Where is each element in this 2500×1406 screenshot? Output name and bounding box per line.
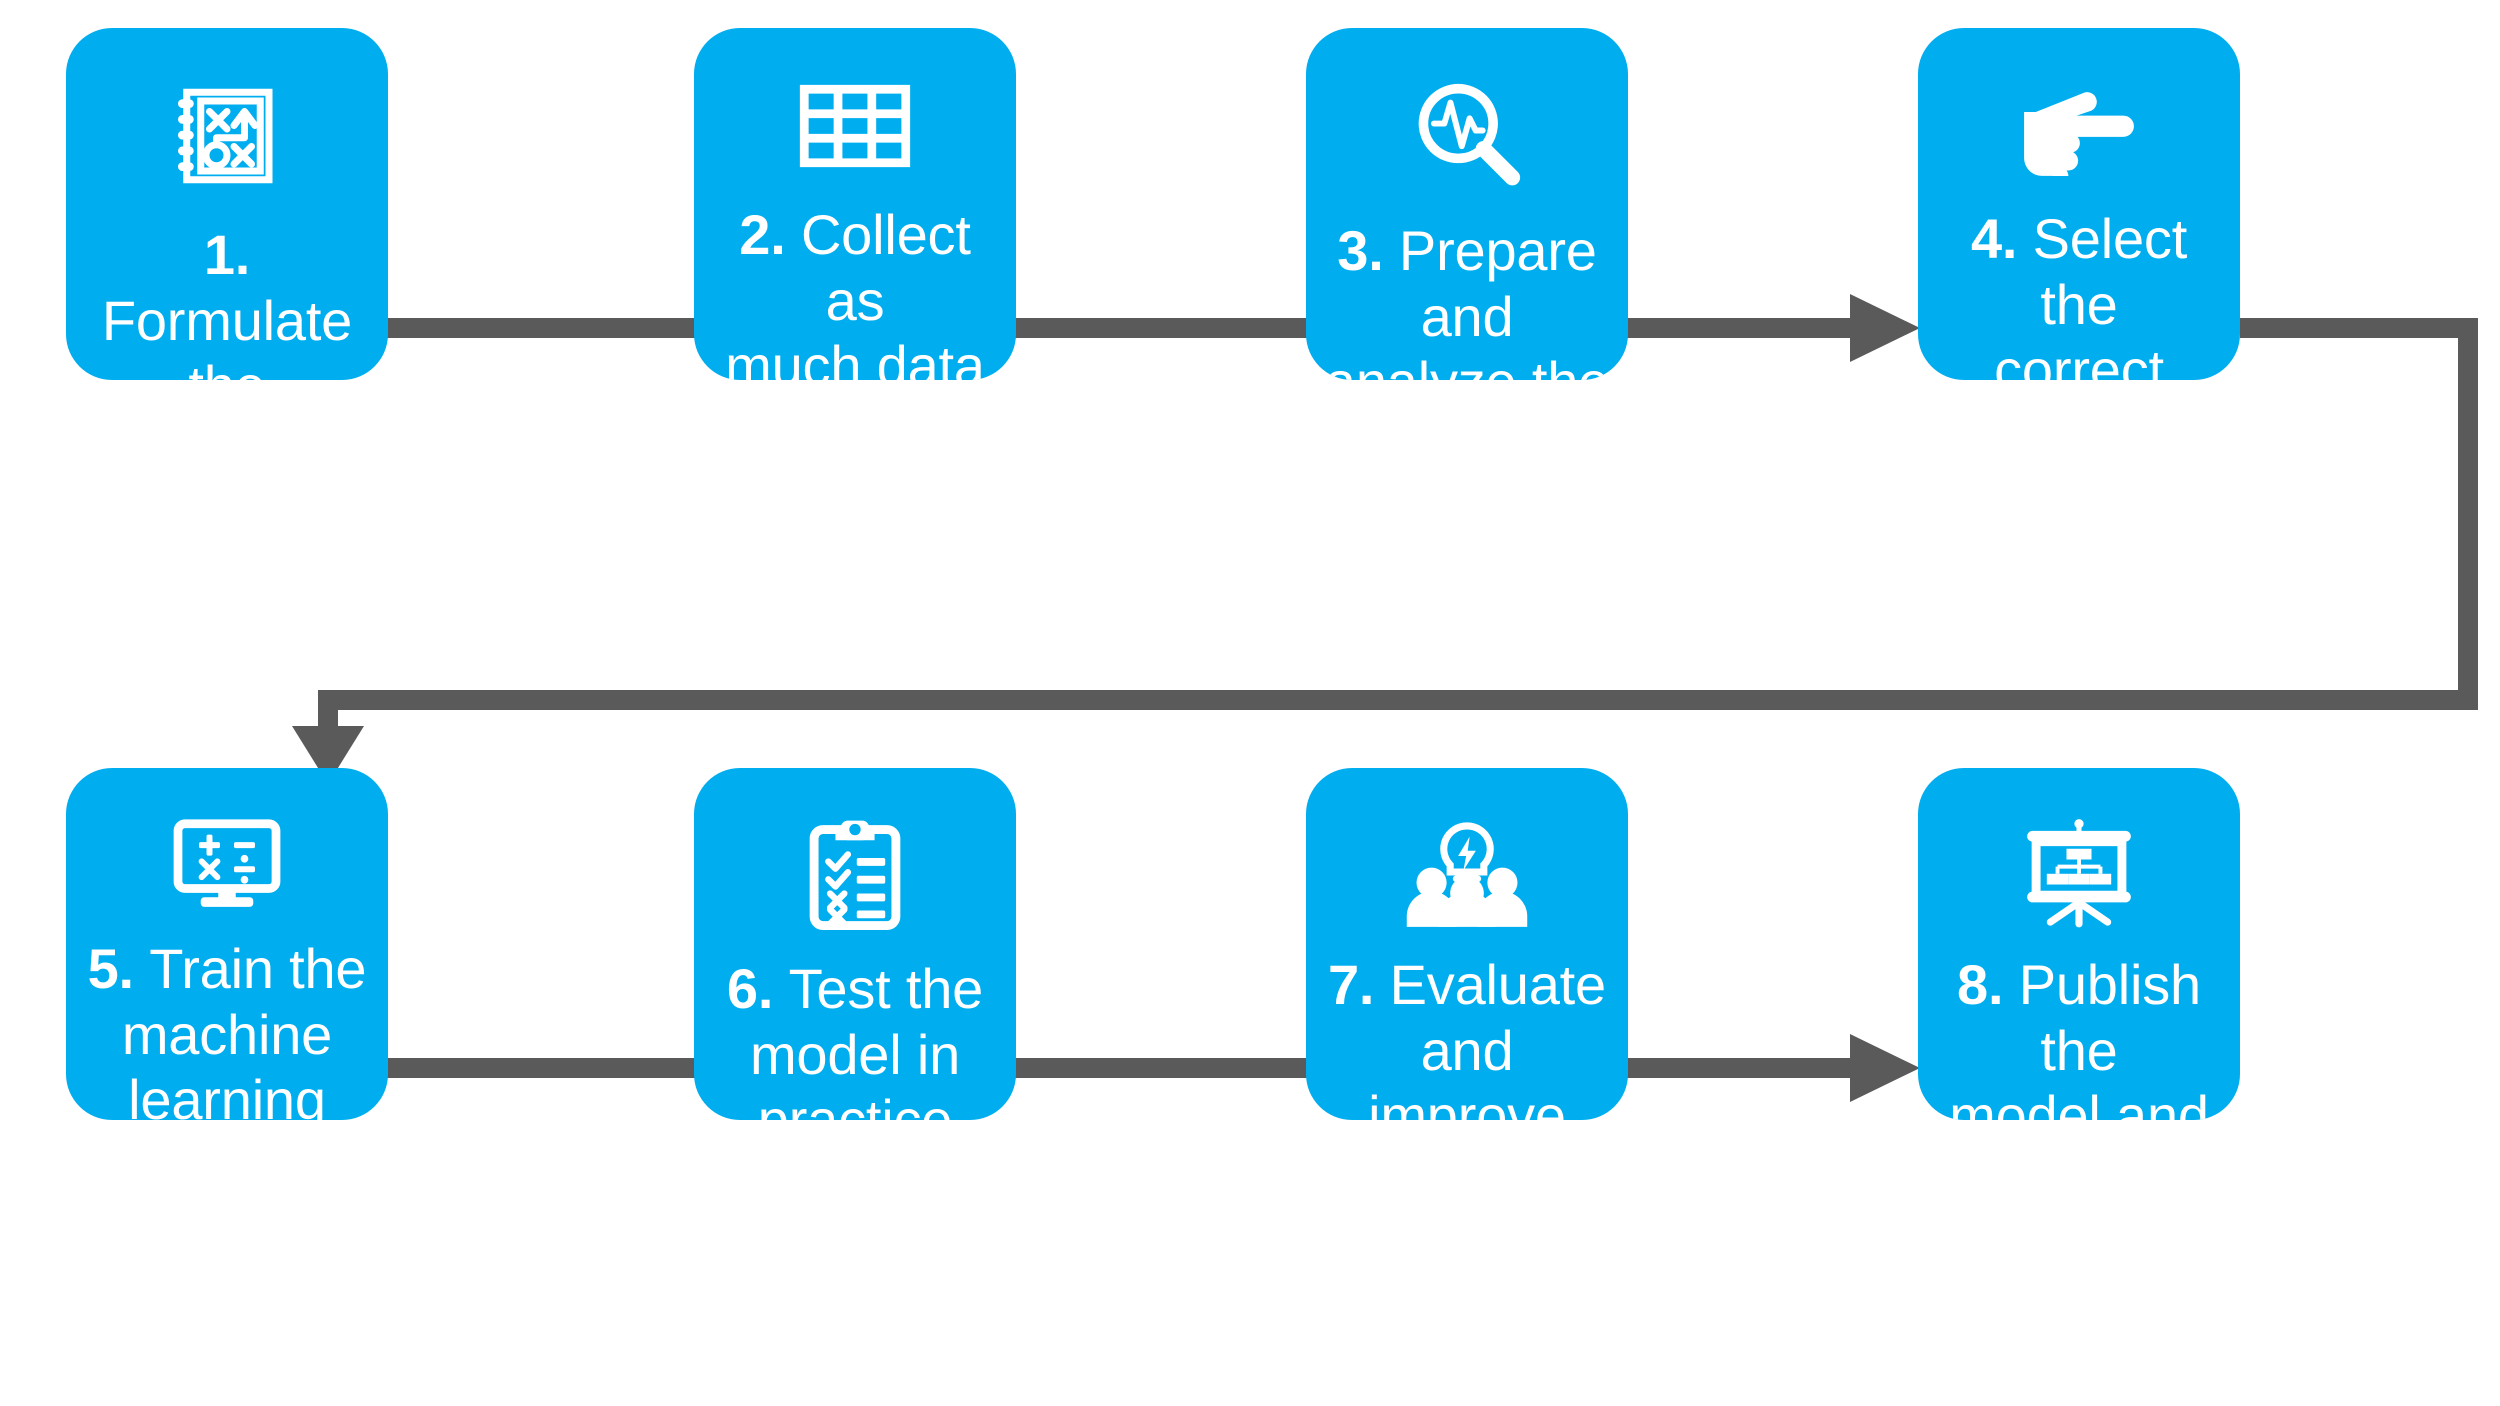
step-card-4-line-2: correct — [1994, 338, 2164, 380]
pointing-hand-icon — [2017, 80, 2141, 176]
step-card-2-line-2: much data as — [725, 334, 985, 380]
step-card-3[interactable]: 3. Prepare and analyze the data — [1306, 28, 1628, 380]
step-card-7[interactable]: 7. Evaluate and improve the model — [1306, 768, 1628, 1120]
step-card-2-number: 2. — [739, 203, 801, 266]
step-card-2-label: 2. Collect as much data as possible — [694, 202, 1016, 380]
step-card-8-line-1: Publish the — [2018, 953, 2201, 1082]
step-card-4-number: 4. — [1970, 207, 2033, 270]
step-card-2[interactable]: 2. Collect as much data as possible — [694, 28, 1016, 380]
strategy-playbook-icon — [171, 80, 283, 192]
step-card-1[interactable]: 1. Formulate the problem / business case — [66, 28, 388, 380]
connector-7-to-8 — [1622, 1034, 1920, 1102]
step-card-1-number: 1. — [203, 223, 251, 286]
step-card-5-line-2: machine — [121, 1002, 333, 1066]
step-card-4-label: 4. Select the correct algorithm — [1918, 206, 2240, 380]
clipboard-checklist-icon — [807, 816, 903, 932]
step-card-6-number: 6. — [726, 957, 789, 1020]
step-card-1-line-2: the problem / — [111, 354, 343, 380]
step-card-5-number: 5. — [87, 937, 150, 1000]
step-card-4[interactable]: 4. Select the correct algorithm — [1918, 28, 2240, 380]
step-card-3-label: 3. Prepare and analyze the data — [1306, 218, 1628, 380]
connector-6-to-7 — [1010, 1058, 1310, 1078]
step-card-2-line-1: Collect as — [800, 203, 971, 332]
team-lightbulb-icon — [1405, 816, 1529, 928]
connector-4-to-5 — [292, 318, 2478, 784]
step-card-4-line-1: Select the — [2032, 207, 2188, 336]
step-card-3-number: 3. — [1337, 219, 1399, 282]
step-card-7-line-2: and improve — [1368, 1018, 1566, 1120]
step-card-5[interactable]: 5. Train the machine learning model — [66, 768, 388, 1120]
step-card-8[interactable]: 8. Publish the model and explain — [1918, 768, 2240, 1120]
connector-2-to-3 — [1010, 318, 1310, 338]
connector-5-to-6 — [382, 1058, 698, 1078]
step-card-3-line-2: analyze the — [1325, 350, 1609, 380]
step-card-6[interactable]: 6. Test the model in practice — [694, 768, 1016, 1120]
presentation-org-chart-icon — [2020, 816, 2138, 928]
connector-1-to-2 — [382, 318, 698, 338]
step-card-5-line-3: learning — [128, 1068, 326, 1120]
step-card-7-line-1: Evaluate — [1389, 953, 1607, 1016]
step-card-1-line-1: Formulate — [101, 288, 353, 352]
step-card-8-line-2: model and — [1949, 1084, 2209, 1120]
monitor-math-operators-icon — [171, 816, 283, 912]
step-card-5-label: 5. Train the machine learning model — [66, 936, 388, 1120]
step-card-7-number: 7. — [1327, 953, 1390, 1016]
step-card-6-line-2: model in — [749, 1022, 961, 1086]
step-card-6-line-1: Test the — [788, 957, 984, 1020]
step-card-6-label: 6. Test the model in practice — [694, 956, 1016, 1120]
connector-3-to-4 — [1622, 294, 1920, 362]
step-card-8-number: 8. — [1957, 953, 2019, 1016]
step-card-7-label: 7. Evaluate and improve the model — [1306, 952, 1628, 1120]
data-table-grid-icon — [799, 80, 911, 172]
step-card-6-line-3: practice — [757, 1088, 953, 1120]
step-card-8-label: 8. Publish the model and explain — [1918, 952, 2240, 1120]
step-card-5-line-1: Train the — [149, 937, 367, 1000]
step-card-1-label: 1. Formulate the problem / business case — [66, 222, 388, 380]
step-card-3-line-1: Prepare and — [1398, 219, 1597, 348]
magnifier-pulse-icon — [1411, 80, 1523, 188]
